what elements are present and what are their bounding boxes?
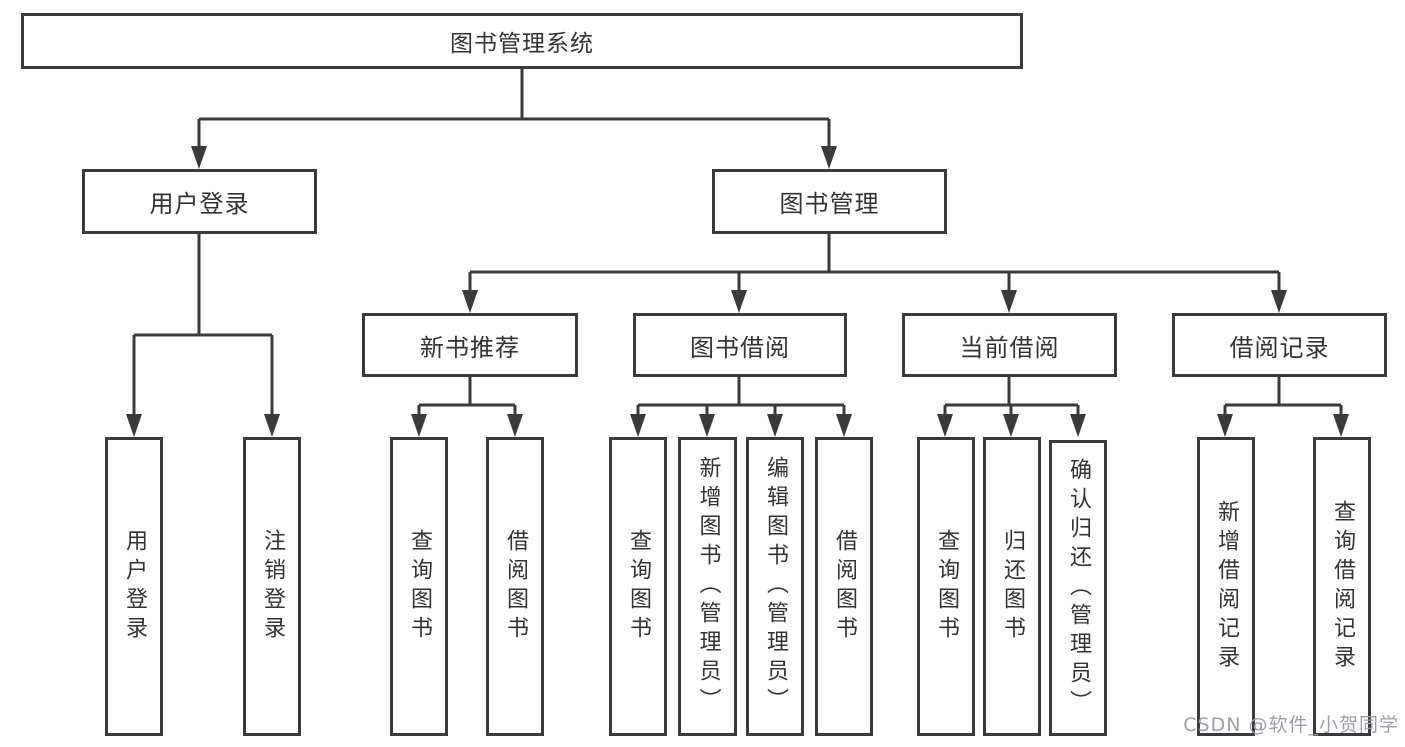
node-book-management: 图书管理 (712, 169, 947, 234)
node-borrowing-records: 借阅记录 (1172, 313, 1387, 377)
leaf-bb-add-books-admin: 新增图书（管理员） (678, 437, 737, 736)
csdn-watermark: CSDN @软件_小贺同学 (1183, 714, 1399, 736)
leaf-cb-confirm-return-admin: 确认归还（管理员） (1049, 440, 1107, 736)
leaf-bb-edit-books-admin: 编辑图书（管理员） (746, 437, 804, 736)
node-book-borrowing: 图书借阅 (633, 313, 847, 377)
leaf-logout: 注销登录 (243, 437, 301, 736)
node-current-borrowing: 当前借阅 (902, 313, 1117, 377)
node-root: 图书管理系统 (21, 13, 1023, 69)
node-user-login: 用户登录 (82, 169, 317, 234)
leaf-br-query-record: 查询借阅记录 (1313, 437, 1371, 736)
leaf-cb-return-books: 归还图书 (983, 437, 1041, 736)
leaf-nb-borrow-books: 借阅图书 (486, 437, 544, 736)
leaf-bb-borrow-books: 借阅图书 (815, 437, 873, 736)
leaf-br-add-record: 新增借阅记录 (1197, 437, 1255, 736)
arrowheads (126, 146, 1349, 437)
leaf-user-login: 用户登录 (105, 437, 163, 736)
leaf-nb-query-books: 查询图书 (390, 437, 448, 736)
node-new-book-recommend: 新书推荐 (362, 313, 578, 377)
leaf-bb-query-books: 查询图书 (609, 437, 667, 736)
leaf-cb-query-books: 查询图书 (917, 437, 975, 736)
